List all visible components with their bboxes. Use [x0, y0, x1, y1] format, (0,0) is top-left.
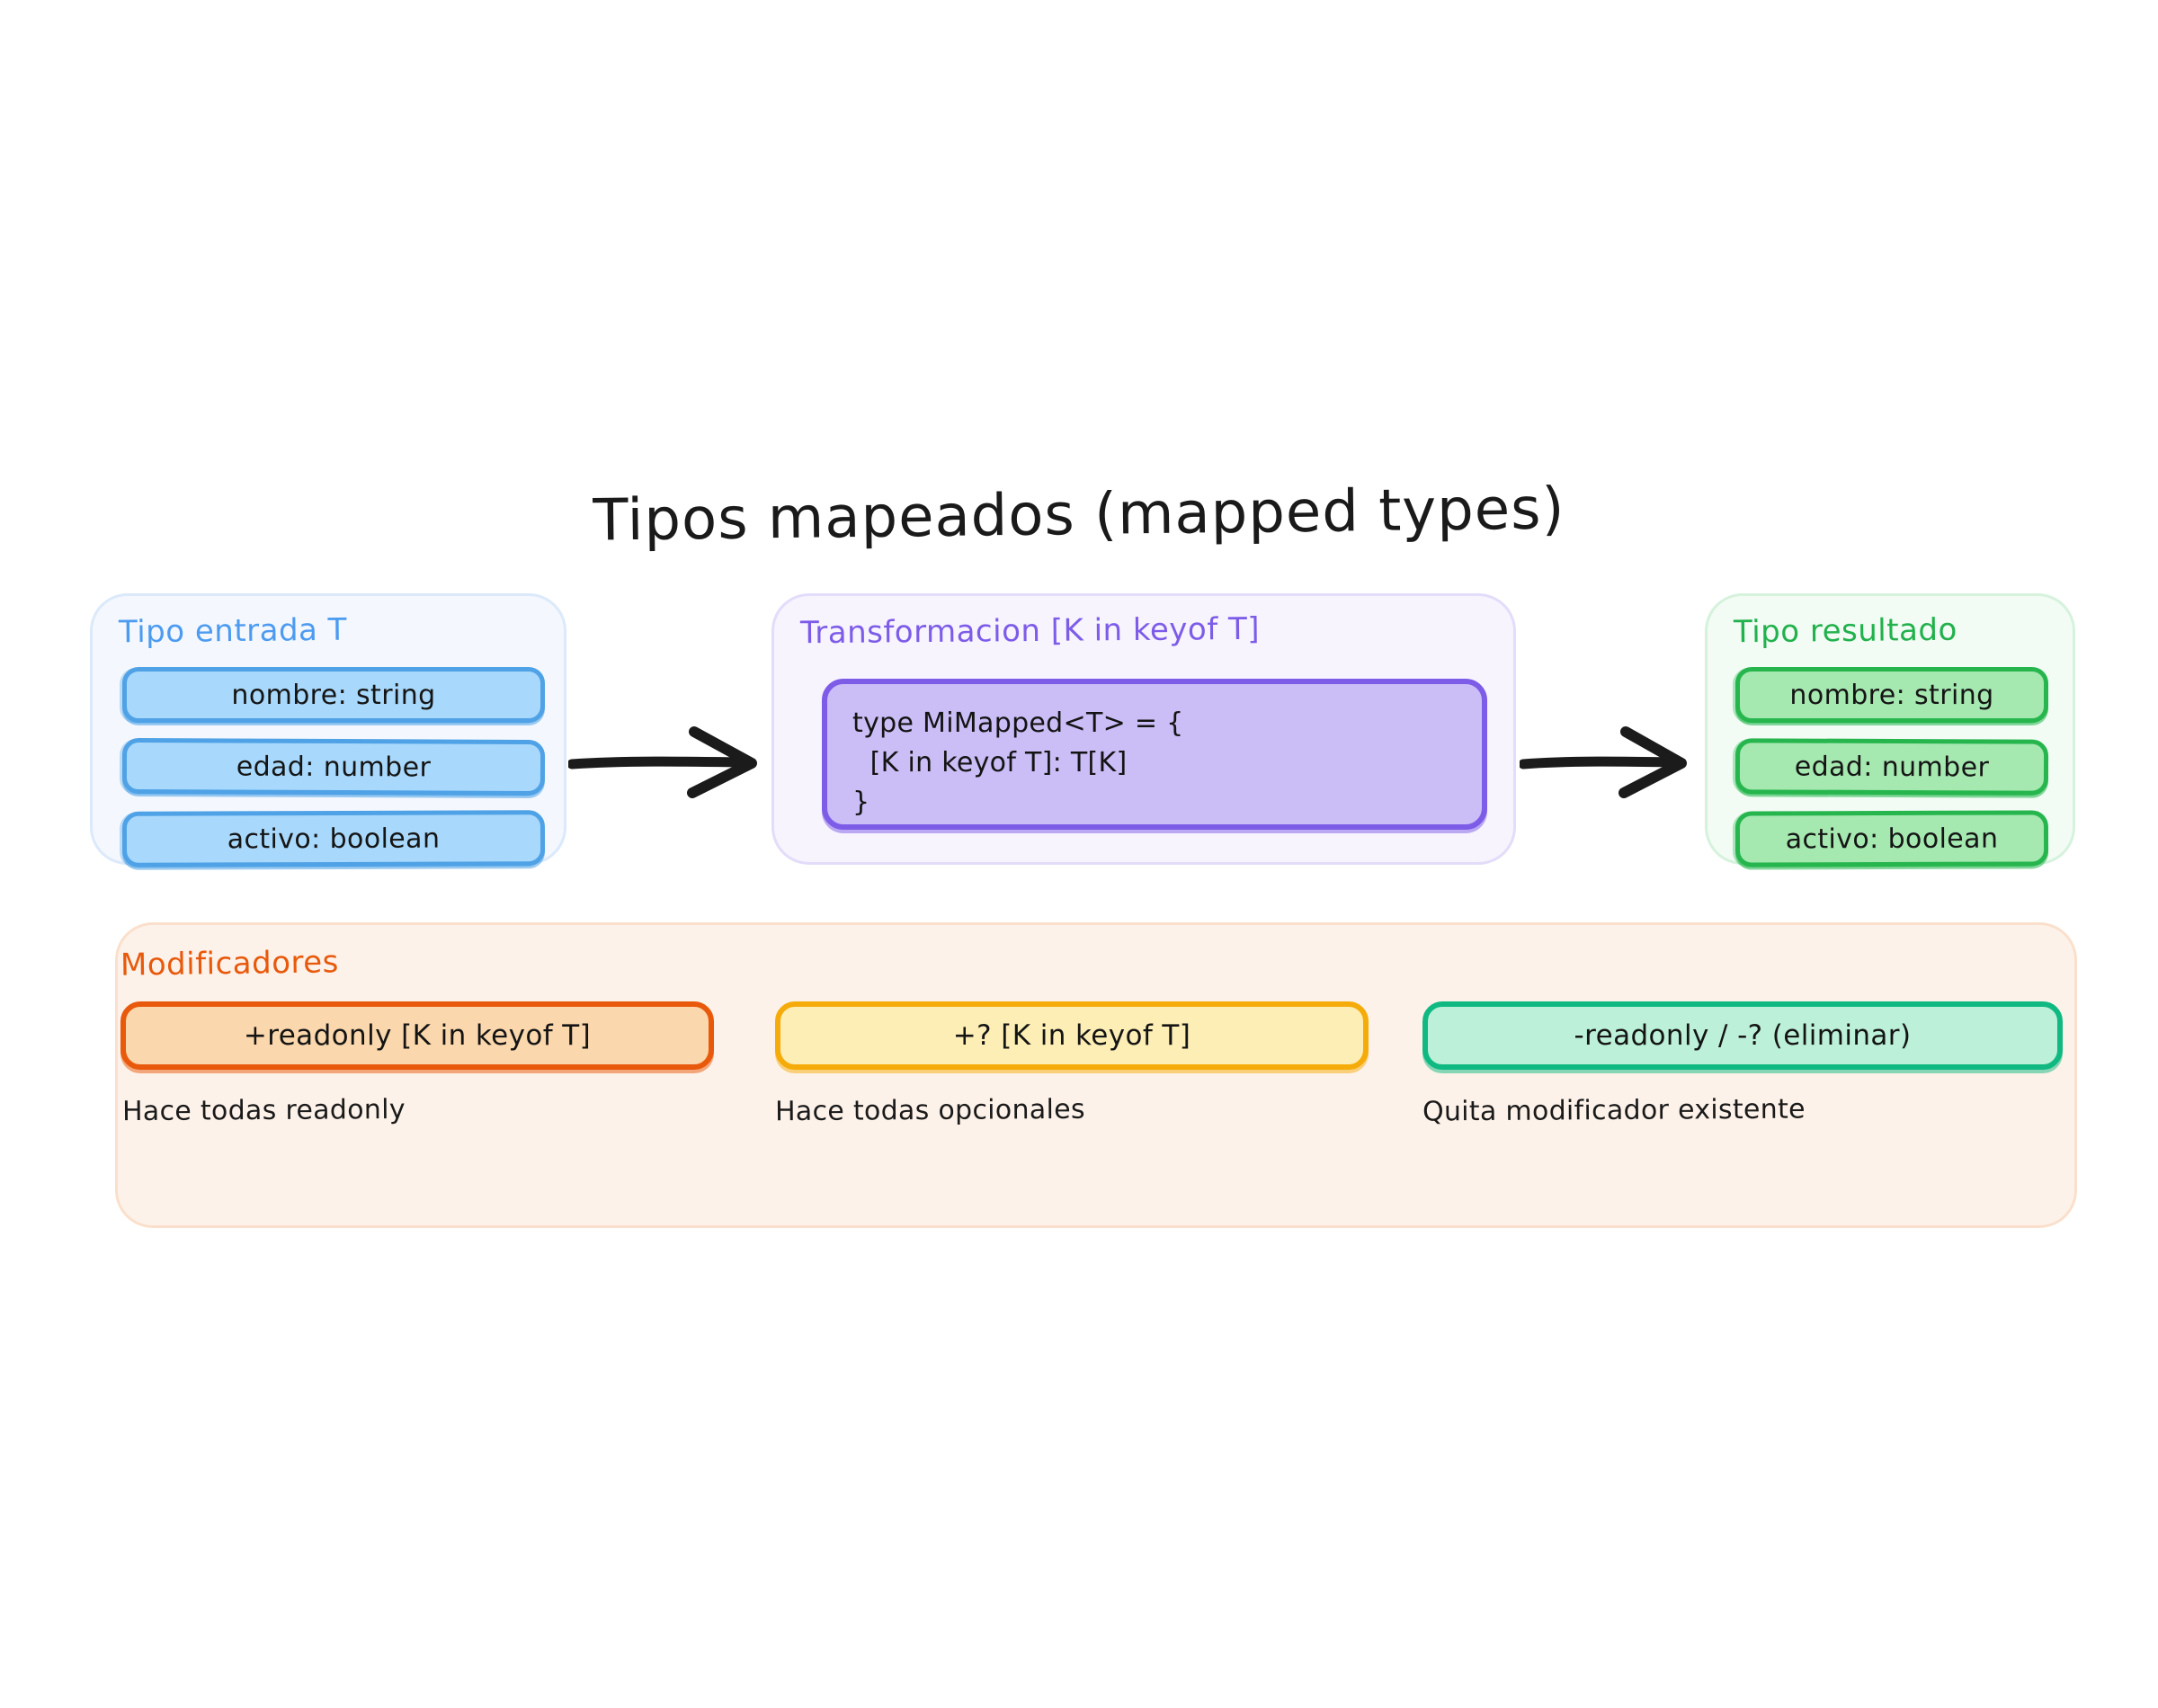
input-field-row: nombre: string [122, 667, 545, 723]
modifier-caption: Quita modificador existente [1422, 1093, 1806, 1128]
code-text: type MiMapped<T> = { [K in keyof T]: T[K… [852, 707, 1184, 818]
result-field-row: nombre: string [1735, 667, 2048, 723]
modifier-card: +? [K in keyof T] [775, 1001, 1369, 1070]
panel-result-type-title: Tipo resultado [1733, 611, 1957, 651]
code-block: type MiMapped<T> = { [K in keyof T]: T[K… [822, 679, 1487, 830]
modifier-card: +readonly [K in keyof T] [120, 1001, 714, 1070]
input-field-row: activo: boolean [121, 810, 546, 867]
result-field-row: edad: number [1734, 738, 2049, 796]
arrow-transform-to-result-icon [1520, 726, 1687, 798]
result-field-row: activo: boolean [1734, 810, 2049, 867]
panel-modifiers [115, 922, 2077, 1228]
panel-input-type-title: Tipo entrada T [118, 611, 348, 651]
page-title: Tipos mapeados (mapped types) [593, 476, 1565, 555]
panel-modifiers-title: Modificadores [120, 944, 340, 983]
arrow-input-to-transform-icon [568, 726, 757, 798]
modifier-card: -readonly / -? (eliminar) [1422, 1001, 2063, 1070]
input-field-row: edad: number [121, 737, 546, 796]
modifier-caption: Hace todas readonly [121, 1093, 406, 1128]
modifier-caption: Hace todas opcionales [774, 1093, 1085, 1128]
panel-transformation-title: Transformacion [K in keyof T] [799, 610, 1261, 652]
